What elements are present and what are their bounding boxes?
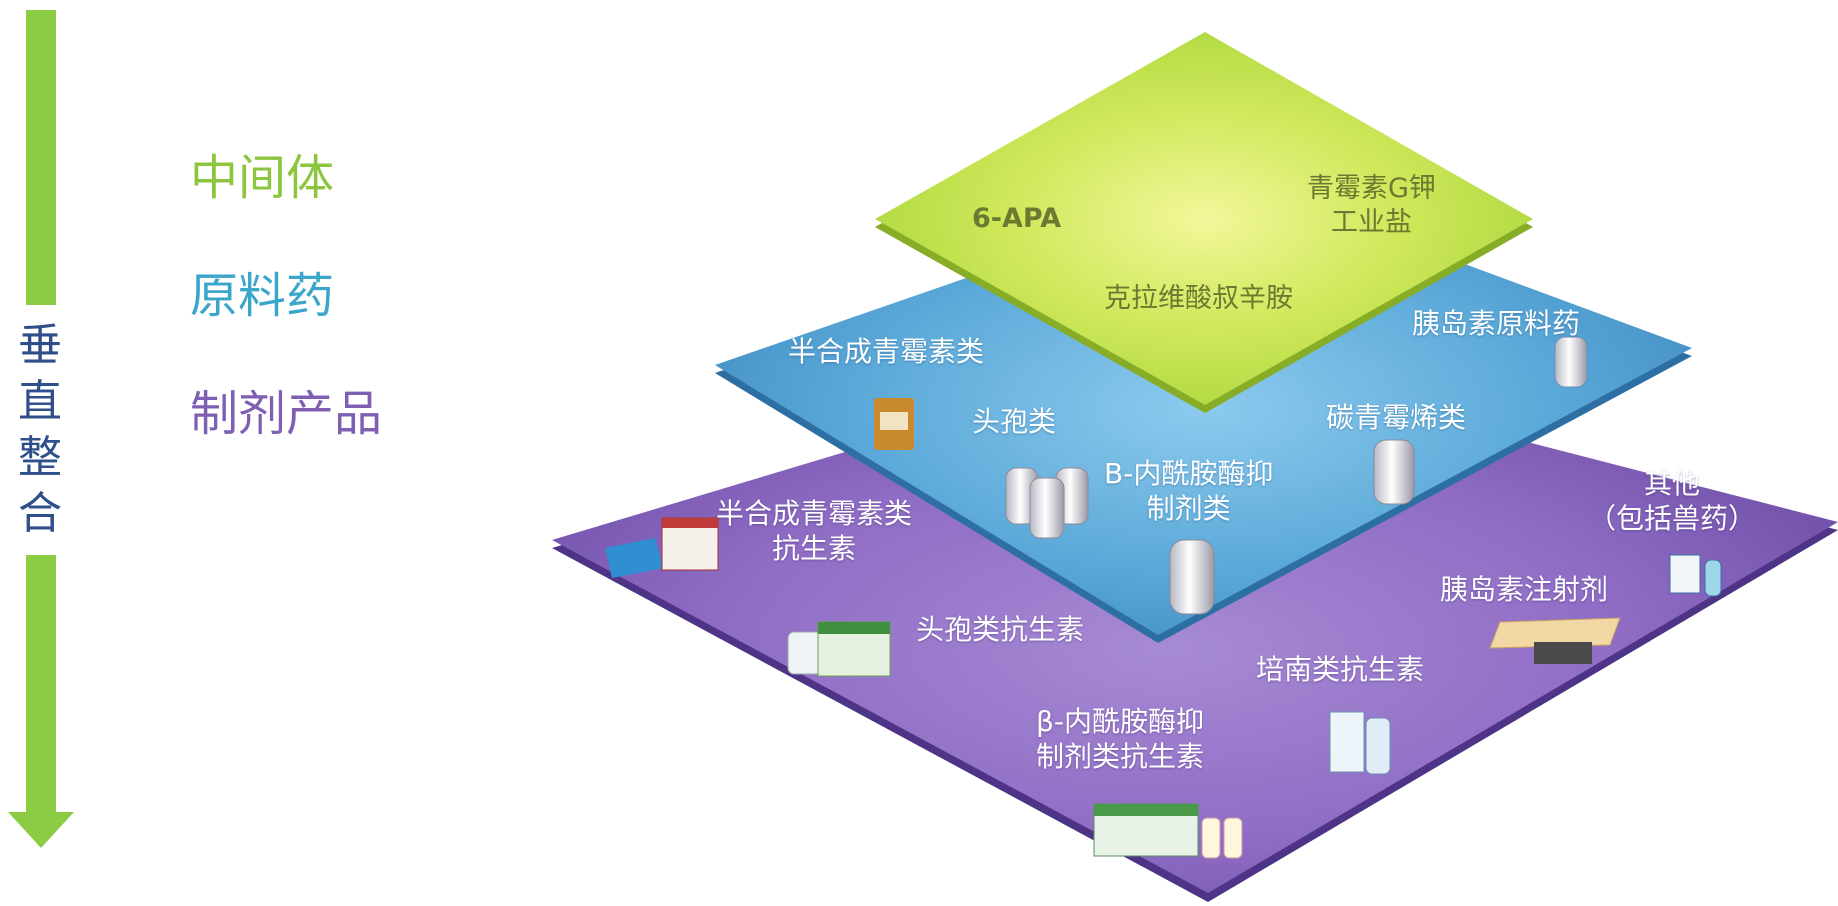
medicine-box-icon <box>1093 803 1243 859</box>
middle-item-cephalosporin: 头孢类 <box>972 405 1057 438</box>
container-icon <box>1373 439 1415 505</box>
vial-box-icon <box>1329 711 1391 775</box>
top-item-penicillin-g: 青霉素G钾 工业盐 <box>1307 173 1436 238</box>
bottom-item-others: 其他 （包括兽药） <box>1588 467 1757 535</box>
down-arrow-icon <box>8 812 74 848</box>
bottom-item-semisynthetic-penicillin-antibiotics: 半合成青霉素类 抗生素 <box>716 497 913 565</box>
middle-item-semisynthetic-penicillin: 半合成青霉素类 <box>788 335 985 368</box>
vertical-label-char: 垂 <box>18 320 62 371</box>
bottom-item-beta-lactamase-inhibitor-antibiotics: β-内酰胺酶抑 制剂类抗生素 <box>1036 705 1205 773</box>
bottom-item-insulin-injection: 胰岛素注射剂 <box>1440 573 1609 606</box>
top-item-6apa: 6-APA <box>972 203 1062 234</box>
vertical-label-char: 整 <box>18 432 62 483</box>
middle-item-beta-lactamase-inhibitor: Β-内酰胺酶抑 制剂类 <box>1104 457 1274 525</box>
insulin-pen-icon <box>1489 617 1621 664</box>
container-icon <box>1554 336 1588 388</box>
middle-item-insulin-api: 胰岛素原料药 <box>1412 307 1581 340</box>
container-group-icon <box>1005 467 1089 539</box>
veterinary-product-icon <box>1669 554 1722 597</box>
middle-item-carbapenem: 碳青霉烯类 <box>1326 401 1467 434</box>
top-layer <box>875 32 1533 413</box>
container-icon <box>1169 539 1215 615</box>
legend-formulations: 制剂产品 <box>190 386 383 442</box>
bottom-item-carbapenem-antibiotics: 培南类抗生素 <box>1256 653 1425 686</box>
drum-icon <box>874 398 914 450</box>
medicine-box-icon <box>787 621 891 677</box>
legend-api: 原料药 <box>190 268 335 324</box>
vertical-label-char: 合 <box>18 488 62 539</box>
top-item-clavulanate: 克拉维酸叔辛胺 <box>1104 283 1293 314</box>
vertical-label-char: 直 <box>18 376 62 427</box>
bottom-item-cephalosporin-antibiotics: 头孢类抗生素 <box>916 613 1085 646</box>
legend-intermediates: 中间体 <box>190 150 335 206</box>
arrow-shaft-bottom <box>26 555 56 817</box>
medicine-box-icon <box>605 517 719 578</box>
arrow-shaft-top <box>26 10 56 305</box>
